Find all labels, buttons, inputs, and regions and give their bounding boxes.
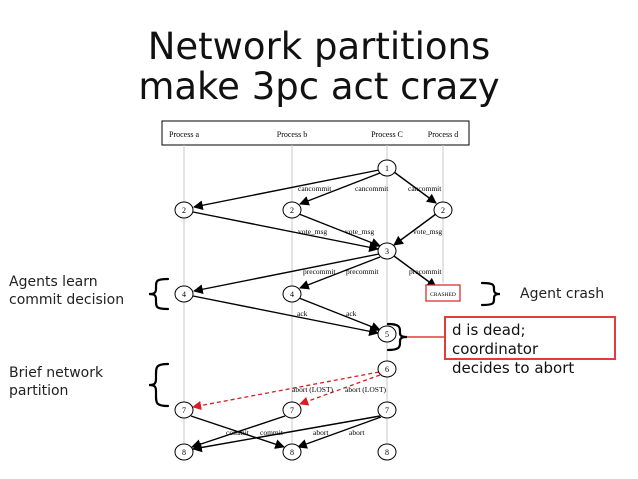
node-crashed-label: CRASHED — [430, 292, 456, 298]
msg-abort-2: abort — [349, 428, 365, 437]
node-b7: 7 — [282, 401, 302, 419]
process-a-label: Process a — [169, 130, 199, 139]
node-1: 1 — [377, 159, 397, 177]
node-d2-label: 2 — [441, 206, 445, 215]
callout-dead-coordinator: d is dead; coordinator decides to abort — [444, 316, 616, 377]
node-6-label: 6 — [385, 365, 389, 374]
node-a4-label: 4 — [182, 290, 186, 299]
process-d-label: Process d — [428, 130, 458, 139]
process-c-label: Process C — [371, 130, 403, 139]
node-a8-label: 8 — [182, 448, 186, 457]
process-b-label: Process b — [277, 130, 307, 139]
arrow-precommit-d — [393, 255, 437, 288]
node-6: 6 — [377, 360, 397, 378]
label-brief-partition-line-2: partition — [9, 383, 69, 399]
node-3-label: 3 — [385, 247, 389, 256]
msg-abort-lost-1: abort (LOST) — [292, 385, 334, 394]
node-a2: 2 — [174, 201, 194, 219]
node-c8-label: 8 — [385, 448, 389, 457]
arrow-abort-lost-b — [299, 374, 381, 406]
label-agents-learn-line-2: commit decision — [9, 292, 125, 308]
node-a7-label: 7 — [182, 406, 186, 415]
node-d2: 2 — [433, 201, 453, 219]
msg-abort-lost-2: abort (LOST) — [345, 385, 387, 394]
msg-commit-2: commit — [260, 428, 284, 437]
msg-cancommit-3: cancommit — [408, 184, 442, 193]
msg-abort-1: abort — [313, 428, 329, 437]
node-a2-label: 2 — [182, 206, 186, 215]
label-agents-learn-line-1: Agents learn — [9, 274, 98, 290]
label-brief-partition-line-1: Brief network — [9, 365, 104, 381]
node-c7-label: 7 — [385, 406, 389, 415]
brace-agents-learn — [148, 277, 170, 311]
node-5-label: 5 — [385, 330, 389, 339]
msg-precommit-1: precommit — [303, 267, 336, 276]
arrow-vote-b — [298, 213, 381, 248]
node-b8-label: 8 — [290, 448, 294, 457]
arrow-vote-d — [393, 213, 437, 246]
msg-ack-1: ack — [297, 309, 308, 318]
slide-title-line-1: Network partitions — [147, 25, 491, 68]
node-5: 5 — [377, 325, 397, 343]
arrow-cancommit-a — [193, 169, 380, 211]
arrow-precommit-a — [193, 253, 380, 295]
node-crashed: CRASHED — [425, 284, 461, 302]
msg-ack-2: ack — [346, 309, 357, 318]
node-b2: 2 — [282, 201, 302, 219]
arrow-cancommit-b — [299, 172, 381, 206]
msg-precommit-3: precommit — [409, 267, 442, 276]
msg-vote-2: vote_msg — [345, 227, 374, 236]
process-header-box — [161, 120, 470, 146]
label-agent-crash: Agent crash — [520, 286, 605, 302]
node-b4-label: 4 — [290, 290, 294, 299]
callout-line-1: d is dead; coordinator — [452, 321, 539, 358]
brace-brief-partition — [148, 362, 170, 408]
node-a8: 8 — [174, 443, 194, 461]
brace-agent-crash — [480, 281, 501, 307]
arrow-abort-lost-a — [192, 371, 380, 410]
arrow-ack-b — [298, 297, 381, 332]
node-b2-label: 2 — [290, 206, 294, 215]
msg-commit-1: commit — [226, 428, 250, 437]
node-b8: 8 — [282, 443, 302, 461]
node-c8: 8 — [377, 443, 397, 461]
msg-vote-1: vote_msg — [298, 227, 327, 236]
arrow-ack-a — [192, 295, 379, 337]
arrow-vote-a — [192, 211, 379, 253]
slide-title-line-2: make 3pc act crazy — [138, 65, 500, 108]
node-1-label: 1 — [385, 164, 389, 173]
msg-precommit-2: precommit — [346, 267, 379, 276]
arrow-commit-a-to-b — [190, 415, 285, 449]
arrow-precommit-b — [299, 256, 381, 290]
arrow-abort-c-to-b — [297, 416, 382, 449]
arrow-abort-c-to-a — [192, 415, 381, 453]
msg-cancommit-2: cancommit — [355, 184, 389, 193]
node-a4: 4 — [174, 285, 194, 303]
node-b7-label: 7 — [290, 406, 294, 415]
node-a7: 7 — [174, 401, 194, 419]
node-3: 3 — [377, 242, 397, 260]
callout-line-2: decides to abort — [452, 359, 575, 377]
arrow-cancommit-d — [393, 171, 437, 204]
msg-vote-3: vote_msg — [413, 227, 442, 236]
msg-cancommit-1: cancommit — [298, 184, 332, 193]
node-c7: 7 — [377, 401, 397, 419]
node-b4: 4 — [282, 285, 302, 303]
